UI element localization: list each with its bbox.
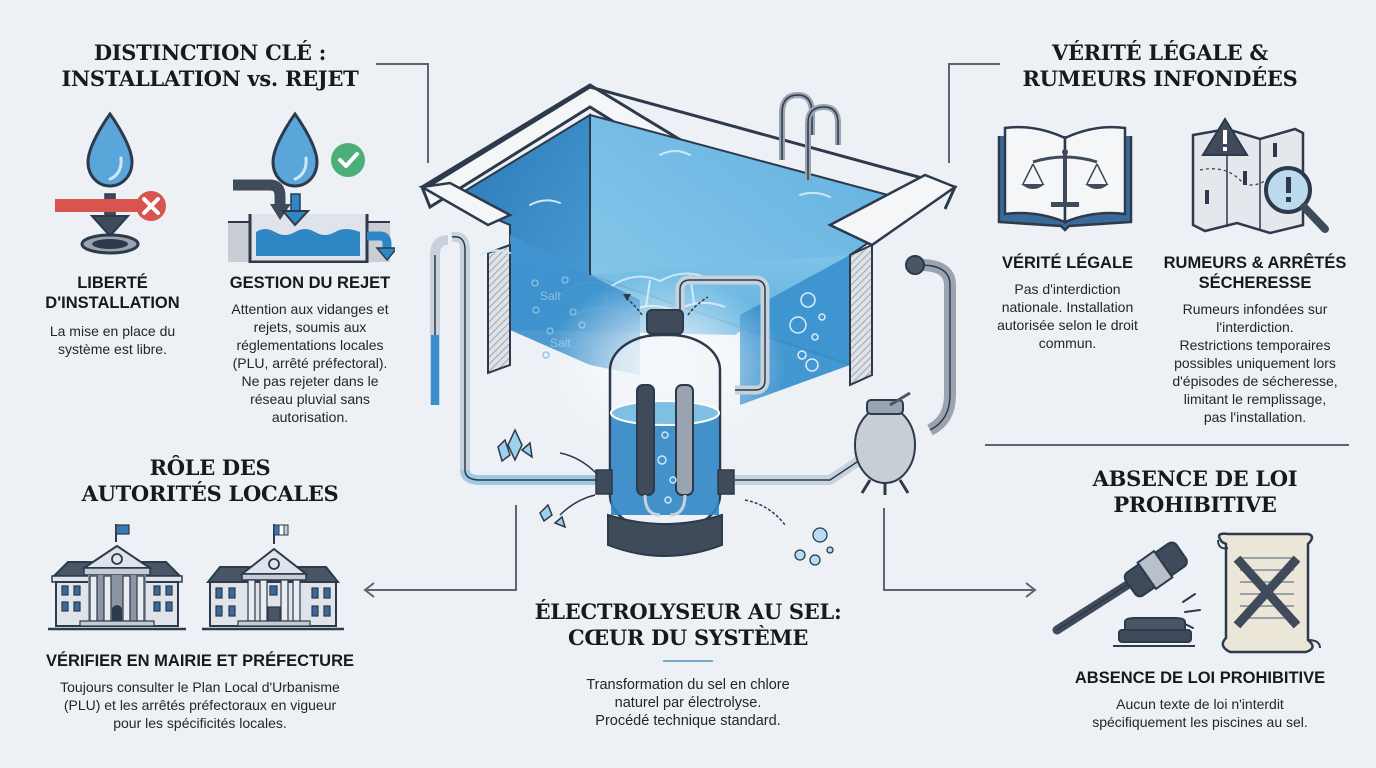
- rumeurs-text: Rumeurs infondées sur l'interdiction. Re…: [1150, 300, 1360, 426]
- absence-text-line: spécifiquement les piscines au sel.: [1092, 714, 1308, 730]
- verite-legal-text: Pas d'interdiction nationale. Installati…: [975, 280, 1160, 352]
- salt-crystals-icon: [497, 428, 567, 529]
- water-drop-blocked-drain-icon: [50, 108, 175, 258]
- absence-item-title: ABSENCE DE LOI PROHIBITIVE: [1074, 669, 1326, 687]
- autorites-text: Toujours consulter le Plan Local d'Urban…: [10, 678, 390, 732]
- prefecture-icon: [202, 522, 344, 634]
- installation-title-line1: LIBERTÉ: [77, 274, 148, 292]
- autorites-title-line1: RÔLE DES: [149, 455, 271, 480]
- autorites-section-title: RÔLE DES AUTORITÉS LOCALES: [30, 455, 390, 507]
- absence-text-line: Aucun texte de loi n'interdit: [1116, 696, 1284, 712]
- connector-top-left-h: [376, 63, 428, 65]
- right-section-divider: [985, 444, 1349, 446]
- autorites-item-title: VÉRIFIER EN MAIRIE ET PRÉFECTURE: [45, 652, 355, 670]
- rejet-text-line: réseau pluvial sans: [250, 391, 370, 407]
- connector-top-left-v: [427, 63, 429, 163]
- rejet-text: Attention aux vidanges et rejets, soumis…: [205, 300, 415, 426]
- electrolyser-cell-icon: [595, 294, 735, 557]
- absence-title-line2: PROHIBITIVE: [1113, 492, 1277, 517]
- absence-section-title: ABSENCE DE LOI PROHIBITIVE: [1060, 466, 1330, 518]
- distinction-title-line1: DISTINCTION CLÉ :: [93, 40, 327, 65]
- verite-title-line1: VÉRITÉ LÉGALE &: [1051, 40, 1269, 65]
- rumeurs-text-line: l'interdiction.: [1216, 319, 1294, 335]
- verite-legal-text-line: commun.: [1038, 335, 1097, 351]
- installation-text-line: La mise en place du: [49, 323, 176, 339]
- rejet-text-line: réglementations locales: [236, 337, 384, 353]
- connector-bottom-left-h: [367, 589, 517, 591]
- rumeurs-text-line: possibles uniquement lors: [1174, 355, 1336, 371]
- salt-pool-electrolyser-illustration: Salt Salt: [410, 75, 970, 575]
- rumeurs-text-line: Rumeurs infondées sur: [1182, 301, 1328, 317]
- rejet-text-line: rejets, soumis aux: [253, 319, 367, 335]
- sand-filter-pump-icon: [854, 391, 916, 495]
- rumeurs-text-line: pas l'installation.: [1203, 409, 1307, 425]
- connector-top-right-h: [948, 63, 1000, 65]
- crossed-scroll-icon: [1208, 530, 1328, 655]
- rumeurs-text-line: limitant le remplissage,: [1183, 391, 1327, 407]
- accent-rule: [663, 660, 713, 662]
- rumeurs-title-line1: RUMEURS & ARRÊTÉS: [1163, 254, 1347, 272]
- autorites-text-line: Toujours consulter le Plan Local d'Urban…: [60, 679, 340, 695]
- electrolyser-section-title: ÉLECTROLYSEUR AU SEL: CŒUR DU SYSTÈME: [488, 599, 888, 651]
- electrolyser-title-line2: CŒUR DU SYSTÈME: [567, 625, 809, 650]
- gavel-icon: [1045, 530, 1205, 650]
- salt-label-1: Salt: [540, 289, 561, 303]
- electrolyser-text: Transformation du sel en chlore naturel …: [518, 676, 858, 730]
- law-book-scales-icon: [995, 122, 1135, 234]
- rejet-text-line: autorisation.: [271, 409, 349, 425]
- installation-title-line2: D'INSTALLATION: [45, 294, 180, 312]
- arrow-left-icon: [362, 581, 376, 599]
- arrow-right-icon: [1024, 581, 1038, 599]
- rumeurs-title: RUMEURS & ARRÊTÉS SÉCHERESSE: [1150, 253, 1360, 293]
- map-warning-magnifier-icon: [1185, 115, 1335, 240]
- electrolyser-title-line1: ÉLECTROLYSEUR AU SEL:: [534, 599, 842, 624]
- electrolyser-text-line: Transformation du sel en chlore: [586, 677, 790, 693]
- rejet-text-line: Ne pas rejeter dans le: [241, 373, 379, 389]
- town-hall-icon: [46, 522, 188, 634]
- autorites-text-line: (PLU) et les arrêtés préfectoraux en vig…: [63, 697, 337, 713]
- verite-section-title: VÉRITÉ LÉGALE & RUMEURS INFONDÉES: [985, 40, 1335, 92]
- installation-title: LIBERTÉ D'INSTALLATION: [25, 273, 200, 313]
- autorites-title-line2: AUTORITÉS LOCALES: [81, 481, 339, 506]
- verite-legal-text-line: autorisée selon le droit: [997, 317, 1138, 333]
- absence-text: Aucun texte de loi n'interdit spécifique…: [1040, 695, 1360, 731]
- rejet-text-line: Attention aux vidanges et: [231, 301, 389, 317]
- connector-top-right-v: [948, 63, 950, 163]
- rejet-title: GESTION DU REJET: [229, 274, 391, 292]
- rumeurs-title-line2: SÉCHERESSE: [1198, 274, 1312, 292]
- distinction-title-line2: INSTALLATION vs. REJET: [61, 66, 359, 91]
- rumeurs-text-line: d'épisodes de sécheresse,: [1172, 373, 1338, 389]
- water-drop-basin-overflow-icon: [225, 108, 395, 263]
- verite-legal-text-line: nationale. Installation: [1001, 299, 1134, 315]
- rumeurs-text-line: Restrictions temporaires: [1179, 337, 1331, 353]
- rejet-text-line: (PLU, arrêté préfectoral).: [232, 355, 388, 371]
- installation-text-line: système est libre.: [58, 341, 167, 357]
- electrolyser-text-line: naturel par électrolyse.: [614, 695, 762, 711]
- installation-text: La mise en place du système est libre.: [25, 322, 200, 358]
- verite-legal-text-line: Pas d'interdiction: [1014, 281, 1121, 297]
- electrolyser-text-line: Procédé technique standard.: [595, 713, 781, 729]
- connector-bottom-left-v: [515, 505, 517, 590]
- autorites-text-line: pour les spécificités locales.: [113, 715, 287, 731]
- absence-title-line1: ABSENCE DE LOI: [1092, 466, 1298, 491]
- verite-legal-title: VÉRITÉ LÉGALE: [1001, 254, 1134, 272]
- connector-bottom-right-v: [883, 508, 885, 590]
- verite-title-line2: RUMEURS INFONDÉES: [1022, 66, 1298, 91]
- distinction-section-title: DISTINCTION CLÉ : INSTALLATION vs. REJET: [20, 40, 400, 92]
- connector-bottom-right-h: [883, 589, 1033, 591]
